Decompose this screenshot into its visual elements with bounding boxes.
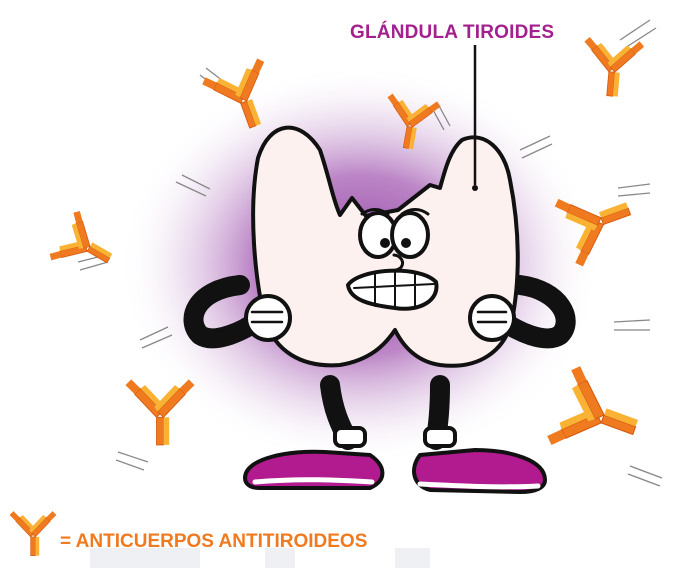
label-pointer-dot <box>472 185 478 191</box>
antibody-icon <box>47 209 122 285</box>
antibody-icon <box>545 364 649 470</box>
gland-label: GLÁNDULA TIROIDES <box>350 22 554 44</box>
bottom-strip <box>0 548 693 568</box>
antibody-icon <box>126 379 195 445</box>
antibody-icon <box>580 37 645 99</box>
